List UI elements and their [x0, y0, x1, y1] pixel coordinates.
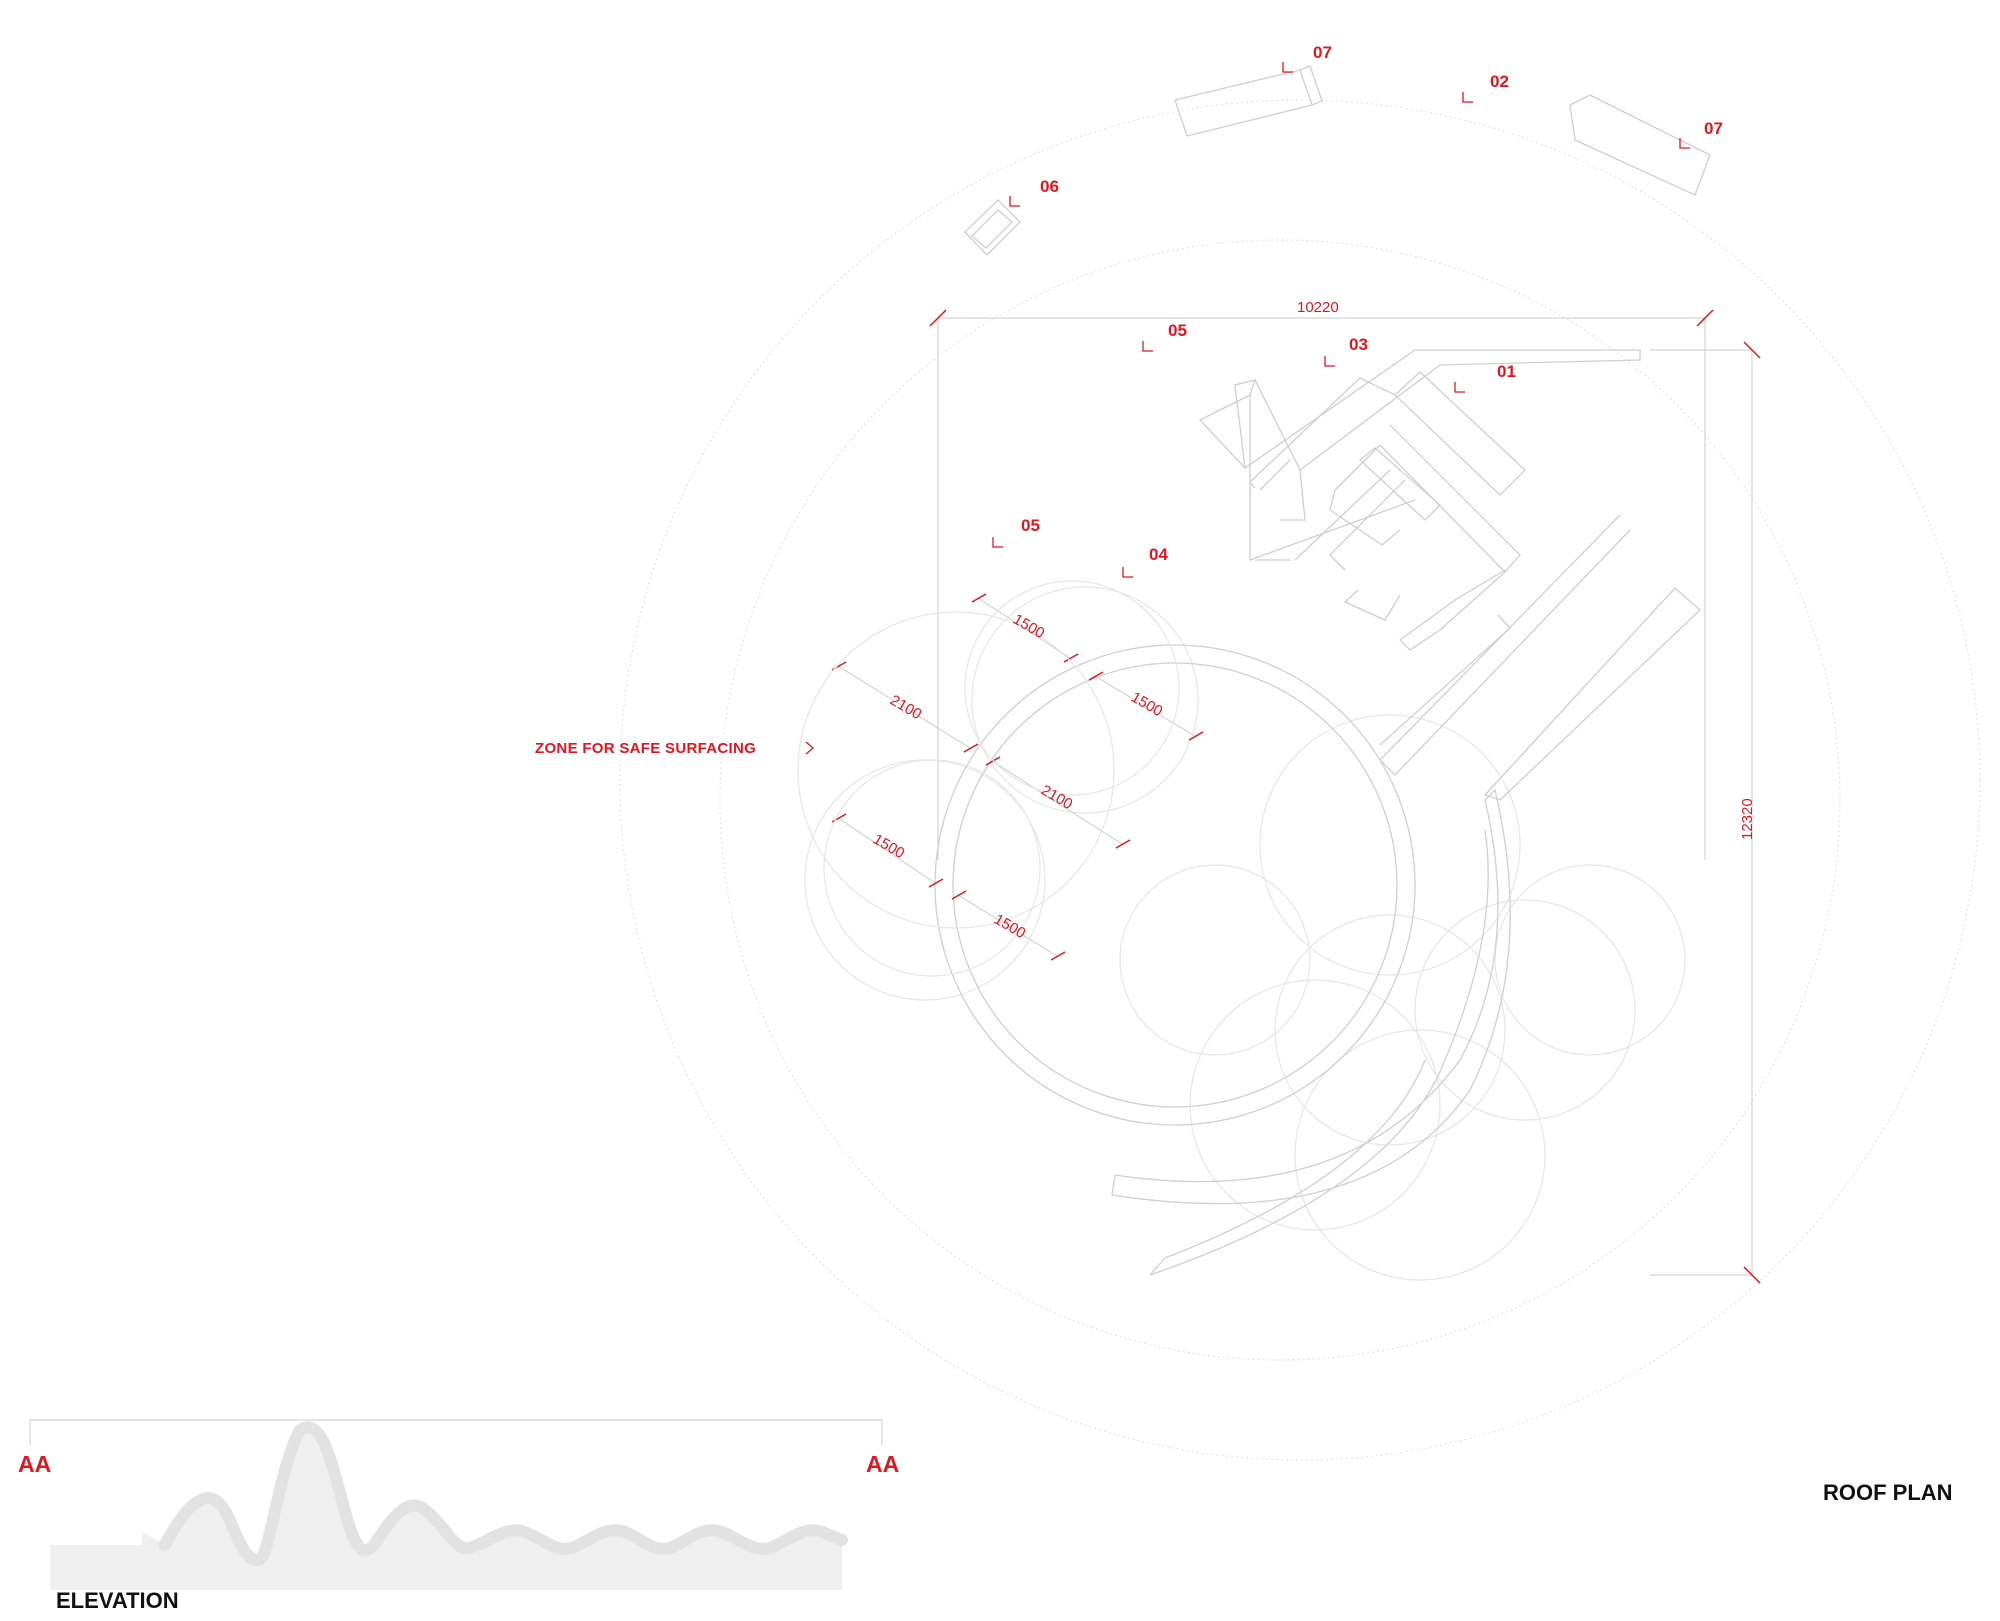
zone-dimensions	[797, 580, 1204, 977]
dimension-height: 12320	[1739, 798, 1756, 840]
dimension-1500-d: 1500	[991, 911, 1028, 942]
section-tag-right: AA	[866, 1451, 899, 1477]
structure-outline	[1198, 349, 1701, 801]
marker-05-top: 05	[1168, 321, 1187, 340]
ring-structure	[934, 644, 1511, 1276]
marker-04: 04	[1149, 545, 1168, 564]
elevation-title: ELEVATION	[56, 1588, 179, 1613]
dimension-2100-b: 2100	[1038, 782, 1075, 813]
marker-03: 03	[1349, 335, 1368, 354]
marker-07-right: 07	[1704, 119, 1723, 138]
overall-dimensions	[929, 309, 1761, 1284]
section-marker-arrows	[805, 62, 1690, 755]
dimension-2100-a: 2100	[887, 692, 924, 723]
marker-07-top: 07	[1313, 43, 1332, 62]
outer-safety-zone	[619, 99, 1981, 1461]
play-circles	[804, 586, 1686, 1281]
zone-label: ZONE FOR SAFE SURFACING	[535, 740, 756, 757]
dimension-labels: 10220 12320 1500 1500 2100 2100 1500 150…	[870, 299, 1756, 942]
marker-01: 01	[1497, 362, 1516, 381]
marker-05-mid: 05	[1021, 516, 1040, 535]
elevation-drawing	[29, 1419, 883, 1590]
section-tag-left: AA	[18, 1451, 51, 1477]
detached-elements	[964, 65, 1711, 256]
roof-plan-title: ROOF PLAN	[1823, 1480, 1953, 1505]
marker-labels: 07 02 07 06 05 03 01 05 04	[1021, 43, 1723, 564]
marker-06: 06	[1040, 177, 1059, 196]
dimension-width: 10220	[1297, 299, 1339, 316]
marker-02: 02	[1490, 72, 1509, 91]
dimension-1500-c: 1500	[870, 831, 907, 862]
